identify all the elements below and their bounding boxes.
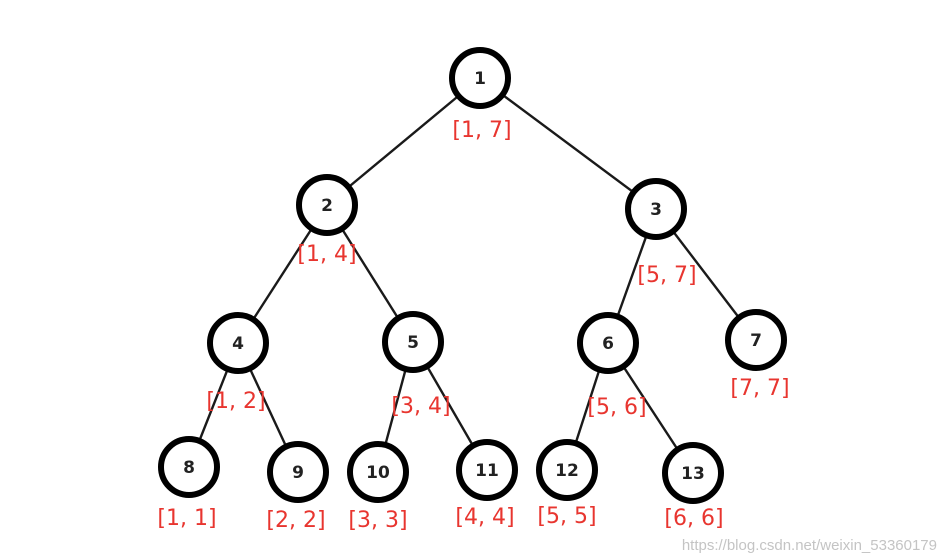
range-label-7: [7, 7] (730, 376, 789, 401)
tree-node-3: 3 (625, 178, 687, 240)
node-id-7: 7 (750, 331, 762, 351)
tree-node-9: 9 (267, 441, 329, 503)
range-label-6: [5, 6] (587, 395, 646, 420)
range-label-4: [1, 2] (206, 389, 265, 414)
node-circle-10 (347, 441, 409, 503)
node-id-4: 4 (232, 334, 244, 354)
node-circle-6 (577, 312, 639, 374)
tree-node-11: 11 (456, 439, 518, 501)
tree-node-6: 6 (577, 312, 639, 374)
node-circle-2 (296, 174, 358, 236)
range-label-8: [1, 1] (157, 506, 216, 531)
node-circle-9 (267, 441, 329, 503)
range-label-9: [2, 2] (266, 508, 325, 533)
range-label-13: [6, 6] (664, 506, 723, 531)
range-label-5: [3, 4] (391, 394, 450, 419)
node-circle-12 (536, 439, 598, 501)
node-circle-4 (207, 312, 269, 374)
tree-node-12: 12 (536, 439, 598, 501)
tree-node-8: 8 (158, 436, 220, 498)
range-label-1: [1, 7] (452, 118, 511, 143)
edge-1-2 (326, 77, 481, 206)
node-id-8: 8 (183, 458, 195, 478)
range-labels: [1, 7] [1, 4] [5, 7] [1, 2] [3, 4] [5, 6] [7, … (157, 118, 789, 533)
node-id-13: 13 (681, 464, 705, 484)
range-label-12: [5, 5] (537, 504, 596, 529)
range-label-2: [1, 4] (297, 242, 356, 267)
node-circle-8 (158, 436, 220, 498)
node-circle-7 (725, 309, 787, 371)
tree-node-1: 1 (449, 47, 511, 109)
edge-1-3 (479, 77, 657, 210)
tree-node-2: 2 (296, 174, 358, 236)
node-id-3: 3 (650, 200, 662, 220)
node-circle-13 (662, 442, 724, 504)
node-id-6: 6 (602, 334, 614, 354)
tree-node-5: 5 (382, 311, 444, 373)
node-id-9: 9 (292, 463, 304, 483)
node-id-10: 10 (366, 463, 390, 483)
node-circle-1 (449, 47, 511, 109)
node-circle-3 (625, 178, 687, 240)
node-id-12: 12 (555, 461, 579, 481)
node-id-1: 1 (474, 69, 486, 89)
tree-node-7: 7 (725, 309, 787, 371)
node-id-2: 2 (321, 196, 333, 216)
range-label-3: [5, 7] (637, 263, 696, 288)
range-label-11: [4, 4] (455, 505, 514, 530)
watermark-url: https://blog.csdn.net/weixin_53360179 (681, 537, 937, 554)
node-circle-5 (382, 311, 444, 373)
tree-node-13: 13 (662, 442, 724, 504)
tree-node-4: 4 (207, 312, 269, 374)
node-id-11: 11 (475, 461, 499, 481)
range-label-10: [3, 3] (348, 508, 407, 533)
node-circle-11 (456, 439, 518, 501)
tree-node-10: 10 (347, 441, 409, 503)
node-id-5: 5 (407, 333, 419, 353)
